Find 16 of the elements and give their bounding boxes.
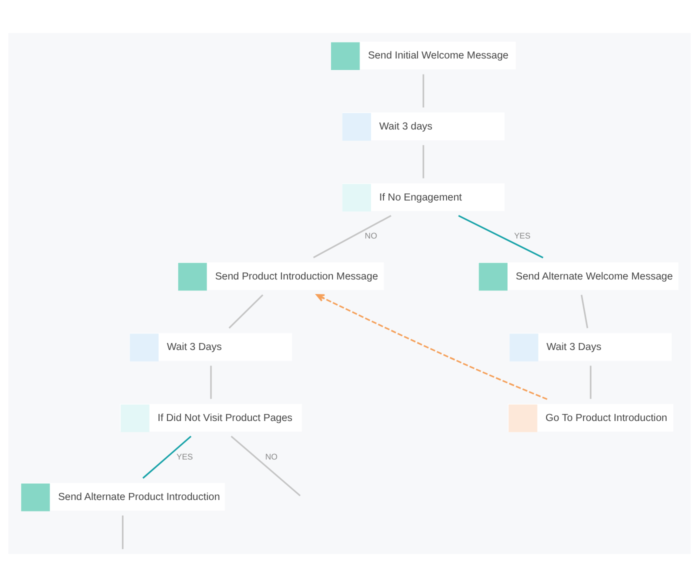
connector bbox=[228, 294, 264, 329]
edge-label: YES bbox=[514, 232, 530, 241]
edge-label: NO bbox=[265, 452, 278, 462]
connector bbox=[422, 145, 424, 178]
connector bbox=[590, 366, 592, 399]
connector bbox=[313, 215, 392, 258]
connector bbox=[230, 436, 301, 496]
edge-label: YES bbox=[176, 452, 193, 462]
arrow bbox=[316, 294, 548, 400]
connector bbox=[122, 516, 124, 550]
connector bbox=[142, 436, 192, 479]
connector bbox=[458, 214, 544, 258]
connector bbox=[422, 74, 424, 108]
connector bbox=[210, 366, 212, 399]
connector bbox=[580, 294, 588, 328]
edge-label: NO bbox=[364, 232, 378, 241]
